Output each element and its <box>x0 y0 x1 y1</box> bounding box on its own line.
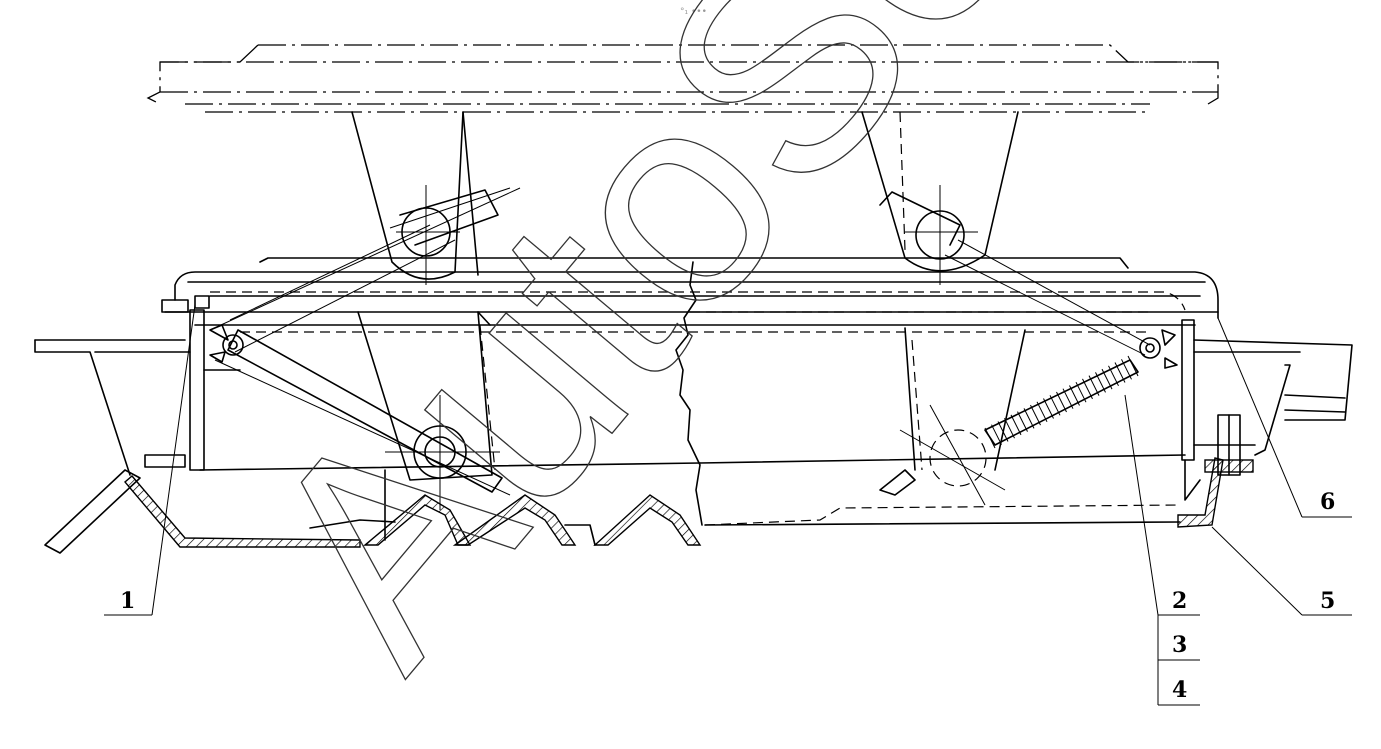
left-corner-pivot <box>209 324 244 363</box>
callout-6: 6 <box>1320 489 1335 515</box>
callout-3: 3 <box>1172 632 1187 658</box>
right-corner-pivot <box>1139 329 1178 369</box>
callout-2: 2 <box>1172 588 1187 614</box>
left-post <box>357 311 496 481</box>
latch-bolt <box>1204 414 1254 476</box>
callout-1: 1 <box>120 588 135 614</box>
right-wall <box>1181 319 1353 461</box>
right-upper-pivot <box>879 191 965 260</box>
spring <box>984 355 1139 449</box>
right-post <box>904 327 1026 471</box>
flaps <box>309 494 702 546</box>
left-clip <box>144 295 210 468</box>
upper-frame <box>146 44 1219 113</box>
right-lower-pivot <box>879 404 1006 506</box>
break-line <box>675 261 703 526</box>
top-mark: °₁ ••• <box>680 7 707 17</box>
right-link <box>944 239 1151 356</box>
left-link <box>209 187 521 496</box>
lower-tray <box>199 454 1201 541</box>
right-arm <box>861 111 1019 285</box>
callout-leaders <box>104 304 1352 706</box>
left-upper-pivot <box>389 187 511 257</box>
callout-5: 5 <box>1320 588 1335 614</box>
watermark: AutoSoft <box>197 0 1195 721</box>
left-wall <box>34 309 241 554</box>
callout-4: 4 <box>1172 677 1187 703</box>
bottom-shell <box>124 475 361 548</box>
